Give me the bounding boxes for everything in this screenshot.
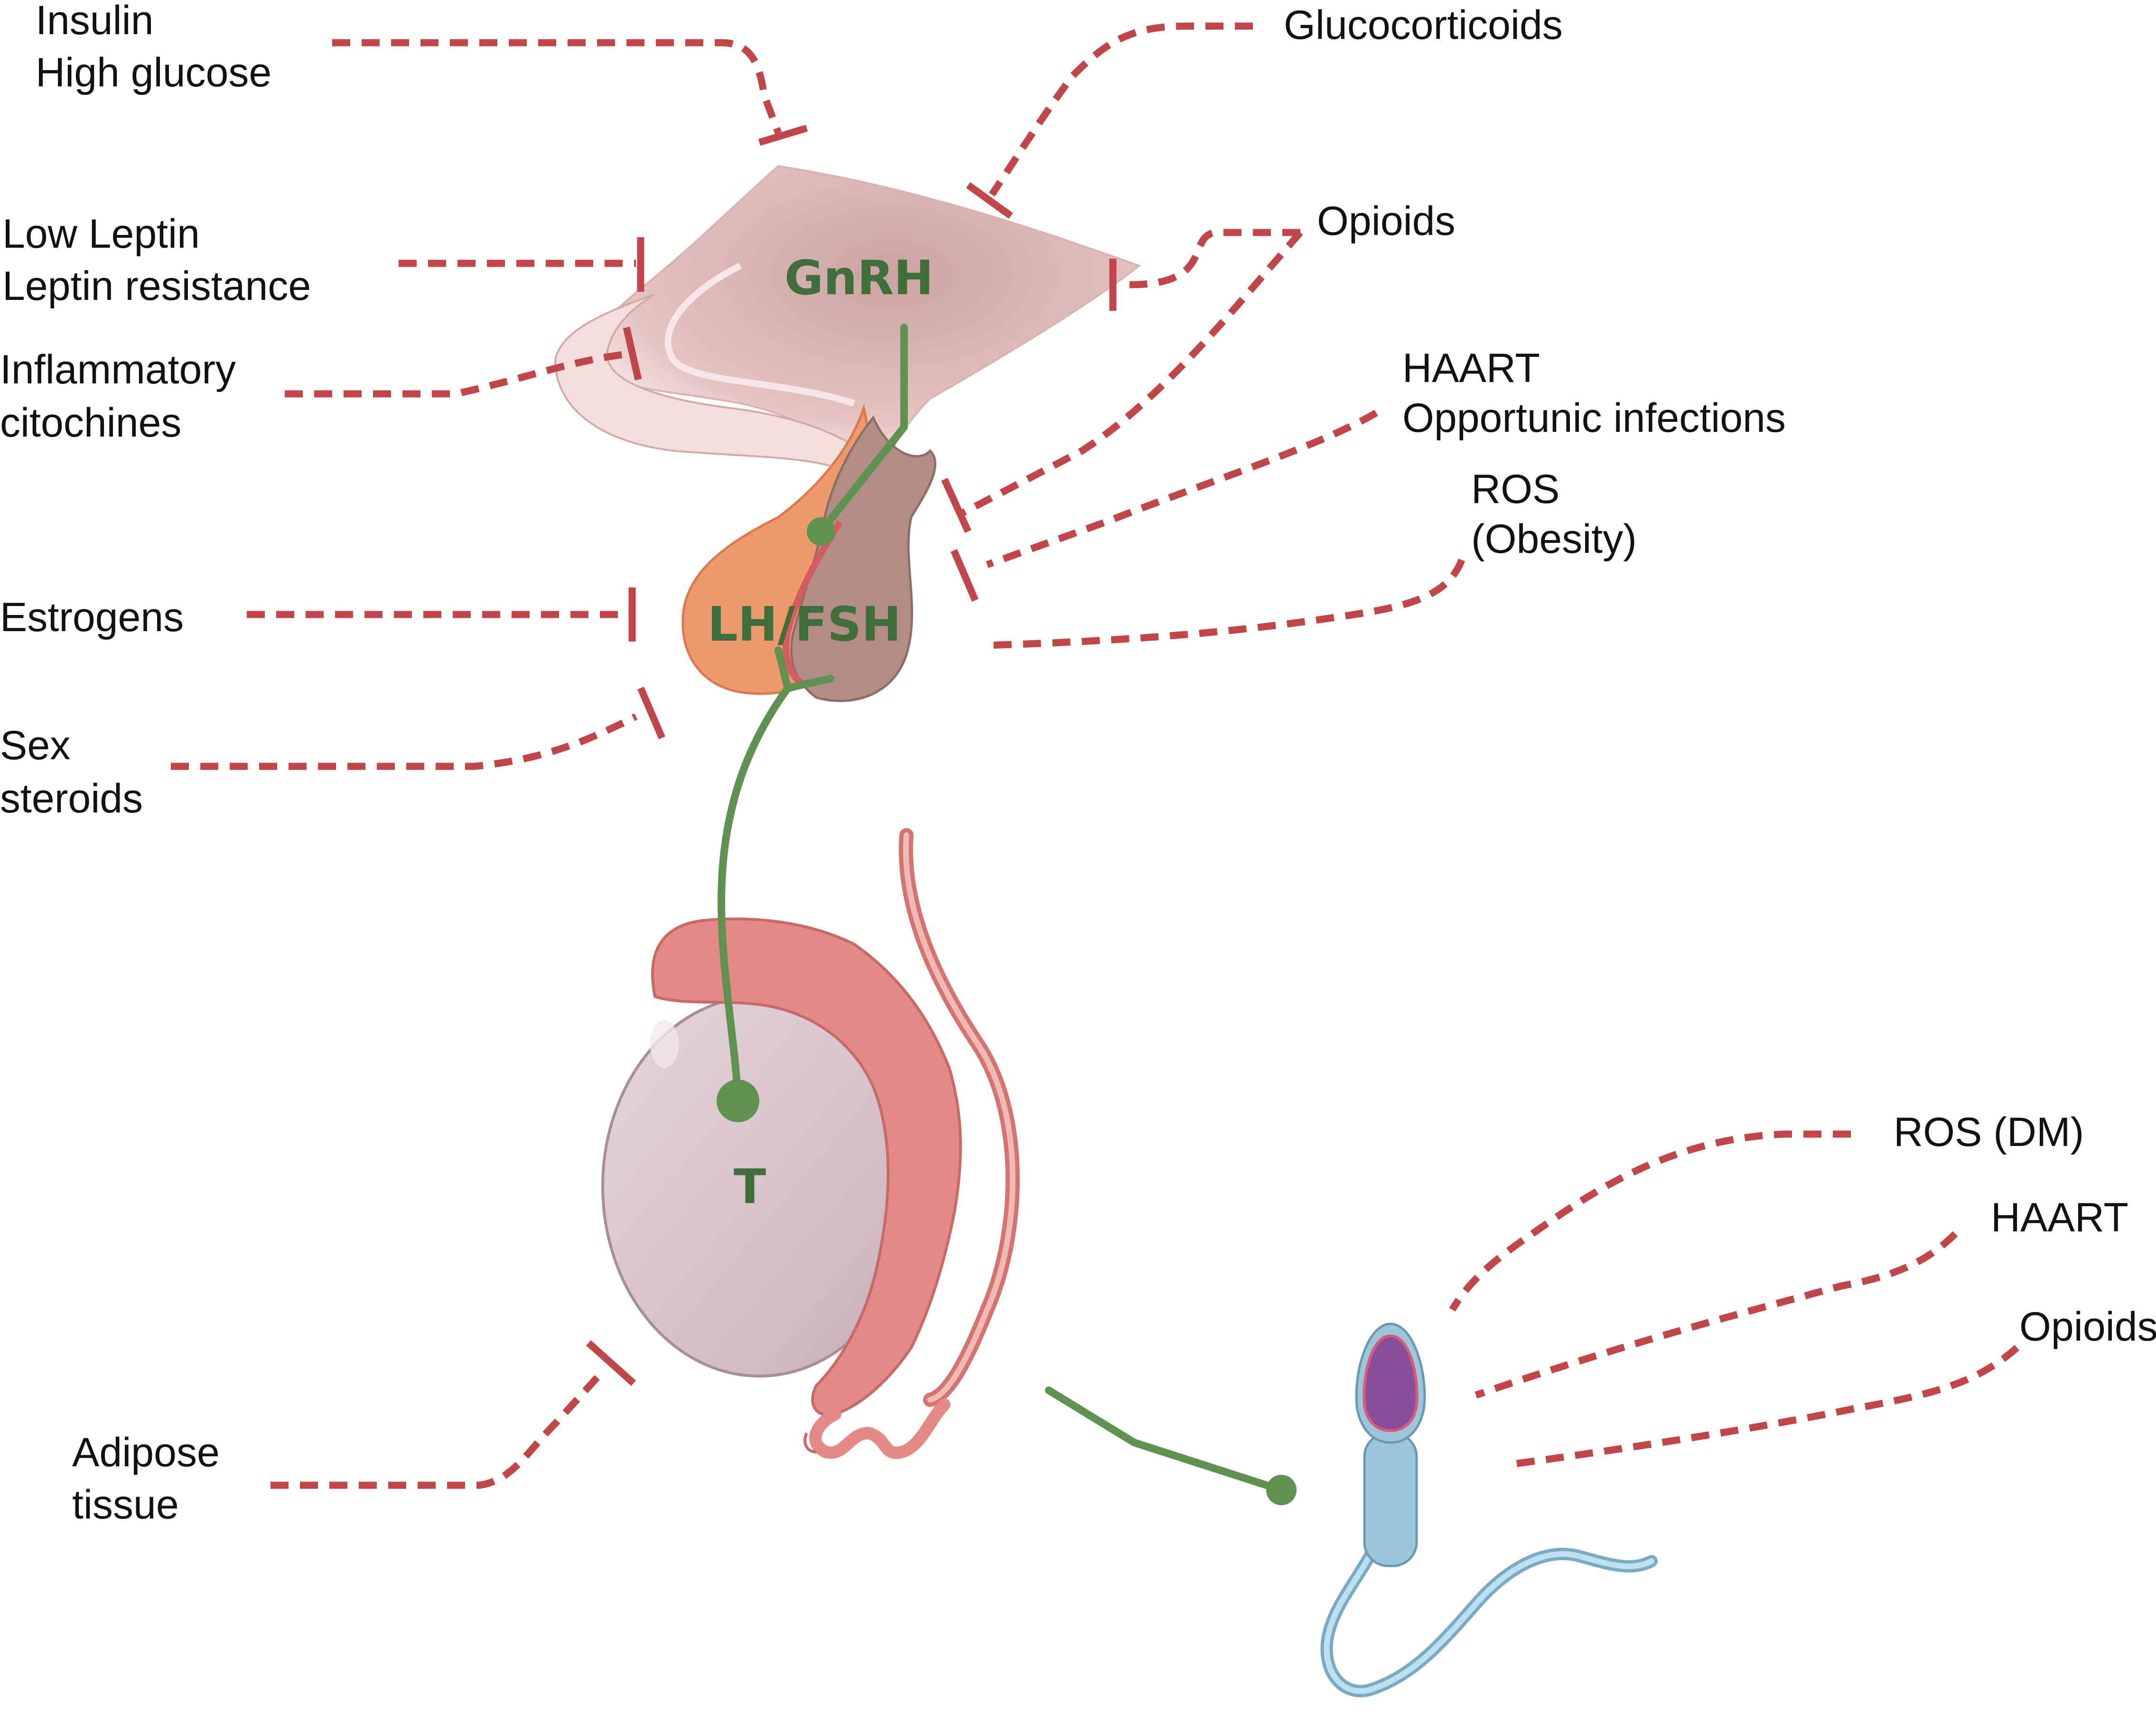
inhibition-lines xyxy=(171,22,2019,1489)
testis-group xyxy=(601,828,1020,1459)
epididymis xyxy=(651,917,962,1416)
obesity-label: (Obesity) xyxy=(1471,516,1637,562)
inflammatory-label: Inflammatory xyxy=(0,347,236,392)
high-glucose-label: High glucose xyxy=(36,50,271,95)
ros-label: ROS xyxy=(1471,466,1559,512)
opportunic-infections-label: Opportunic infections xyxy=(1402,395,1786,441)
haart-bottom-label: HAART xyxy=(1991,1195,2128,1240)
leptin-resistance-label: Leptin resistance xyxy=(2,263,311,309)
haart-top-label: HAART xyxy=(1402,345,1540,391)
hypothalamus xyxy=(554,165,1141,475)
sperm-cell xyxy=(1320,1322,1658,1697)
lh-fsh-label: LH/FSH xyxy=(708,596,901,652)
low-leptin-label: Low Leptin xyxy=(2,211,200,257)
citochines-label: citochines xyxy=(0,400,181,446)
steroids-label: steroids xyxy=(0,776,143,821)
adipose-label: Adipose xyxy=(72,1430,220,1475)
gnrh-label: GnRH xyxy=(784,250,933,306)
estrogens-label: Estrogens xyxy=(0,595,184,640)
glucocorticoids-label: Glucocorticoids xyxy=(1284,2,1563,48)
sperm-midpiece xyxy=(1363,1432,1418,1567)
tissue-label: tissue xyxy=(72,1482,179,1527)
sperm-head xyxy=(1363,1334,1419,1433)
testosterone-label: T xyxy=(734,1159,766,1214)
opioids-top-label: Opioids xyxy=(1317,198,1456,244)
sex-label: Sex xyxy=(0,723,70,768)
insulin-label: Insulin xyxy=(36,0,154,43)
stimulation-lines xyxy=(717,324,1297,1505)
opioids-bottom-label: Opioids xyxy=(2019,1304,2156,1350)
pituitary-gland xyxy=(681,404,936,702)
ros-dm-label: ROS (DM) xyxy=(1894,1109,2084,1155)
